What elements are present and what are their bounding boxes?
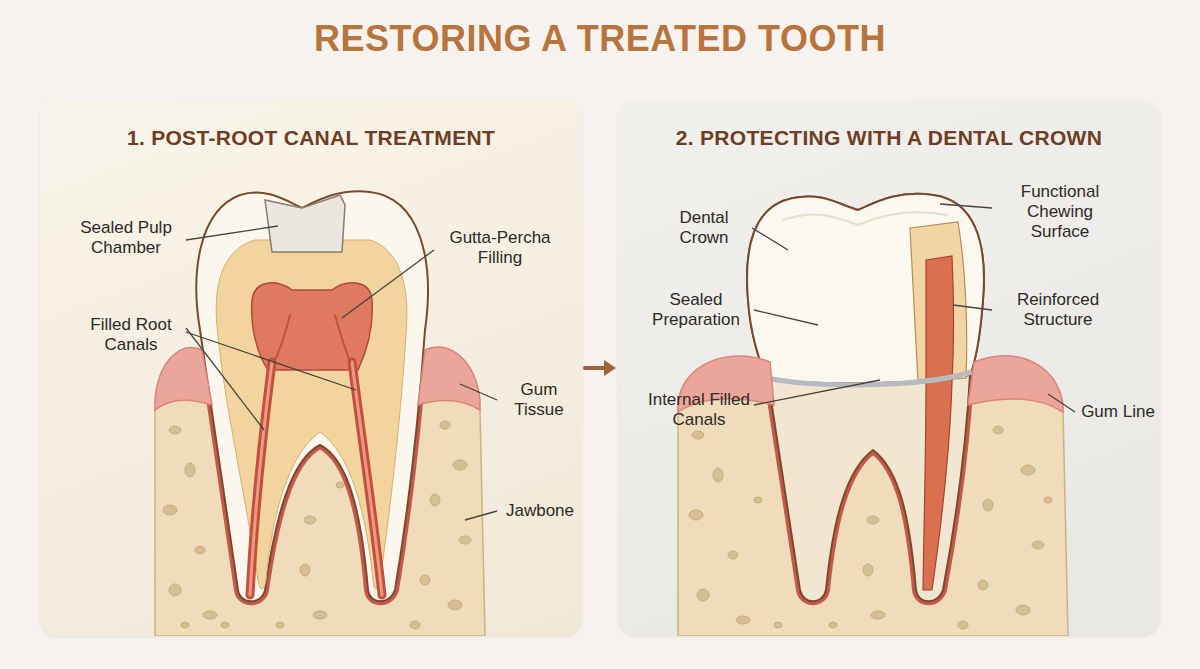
- step-arrow: [585, 360, 616, 376]
- part-label: Sealed Pulp Chamber: [70, 218, 182, 258]
- part-label: Internal Filled Canals: [646, 390, 752, 430]
- access-filling: [265, 195, 345, 252]
- tooth-enamel: [196, 191, 428, 601]
- part-label: Gum Tissue: [501, 380, 577, 420]
- crown-margin: [766, 372, 972, 385]
- part-label: Jawbone: [501, 501, 579, 521]
- part-label: Dental Crown: [658, 208, 750, 248]
- gum-left: [155, 348, 212, 410]
- step-panel: 1. POST-ROOT CANAL TREATMENT Sealed Pulp …: [40, 100, 582, 636]
- root-canals: [250, 315, 382, 595]
- step-panel: 2. PROTECTING WITH A DENTAL CROWN Dental …: [618, 100, 1160, 636]
- arrow-head: [604, 360, 616, 376]
- tooth-root: [747, 194, 984, 601]
- crowned-tooth-illustration: [618, 100, 1160, 636]
- pulp-chamber: [252, 283, 373, 370]
- leader-lines: [186, 226, 497, 520]
- gum-right: [968, 356, 1063, 412]
- part-label: Sealed Preparation: [640, 290, 752, 330]
- gum-right: [418, 347, 480, 410]
- panel-heading: 2. PROTECTING WITH A DENTAL CROWN: [618, 126, 1160, 150]
- panel-heading: 1. POST-ROOT CANAL TREATMENT: [40, 126, 582, 150]
- part-label: Reinforced Structure: [996, 290, 1120, 330]
- tooth-illustration: [40, 100, 582, 636]
- part-label: Filled Root Canals: [80, 315, 182, 355]
- part-label: Gutta-Percha Filling: [438, 228, 562, 268]
- part-label: Gum Line: [1079, 402, 1157, 422]
- diagram-title: RESTORING A TREATED TOOTH: [0, 18, 1200, 60]
- bone-texture: [163, 421, 471, 629]
- crown-highlight: [783, 212, 948, 225]
- cutaway-core: [923, 256, 954, 590]
- arrow-shaft: [585, 366, 604, 370]
- part-label: Functional Chewing Surface: [996, 182, 1124, 242]
- tooth-socket: [196, 352, 428, 601]
